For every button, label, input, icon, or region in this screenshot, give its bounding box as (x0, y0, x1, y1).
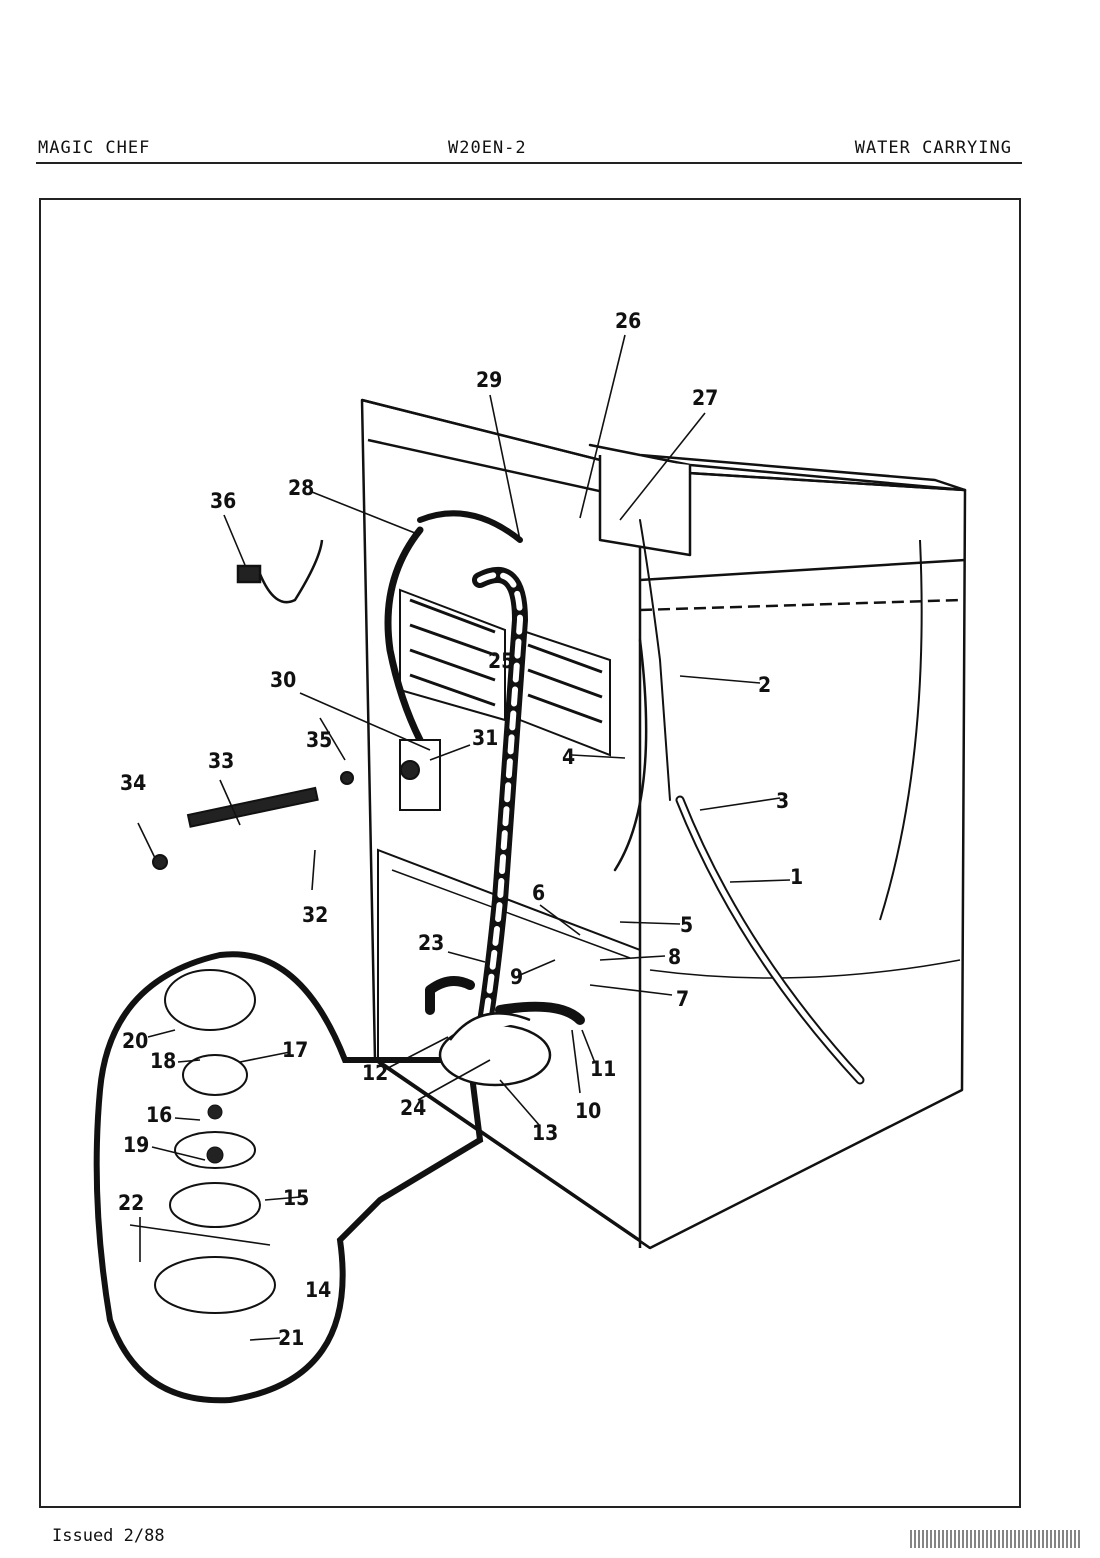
callout-2: 2 (758, 673, 771, 697)
scan-artifact (910, 1530, 1080, 1548)
callout-13: 13 (532, 1121, 558, 1145)
callout-4: 4 (562, 745, 575, 769)
header-brand: MAGIC CHEF (38, 138, 151, 158)
callout-32: 32 (302, 903, 328, 927)
header-model: W20EN-2 (448, 138, 527, 158)
callout-31: 31 (472, 726, 498, 750)
washer-cabinet (360, 398, 967, 1250)
callout-6: 6 (532, 881, 545, 905)
lower-panel (377, 848, 641, 1242)
pump-inset (93, 951, 484, 1404)
rear-vents (399, 588, 611, 757)
header-section: WATER CARRYING (854, 138, 1012, 158)
callout-16: 16 (146, 1103, 172, 1127)
callout-1: 1 (790, 865, 803, 889)
callout-17: 17 (282, 1038, 308, 1062)
callout-27: 27 (692, 386, 718, 410)
callout-35: 35 (306, 728, 332, 752)
callout-25: 25 (488, 649, 514, 673)
callout-24: 24 (400, 1096, 426, 1120)
callout-30: 30 (270, 668, 296, 692)
hoses (384, 510, 865, 1085)
callout-11: 11 (590, 1057, 616, 1081)
callout-34: 34 (120, 771, 146, 795)
issued-date: Issued 2/88 (52, 1526, 165, 1546)
pump-assembly (438, 1012, 552, 1087)
callout-28: 28 (288, 476, 314, 500)
callout-21: 21 (278, 1326, 304, 1350)
callout-12: 12 (362, 1061, 388, 1085)
diagram-frame (39, 198, 1021, 1508)
callout-15: 15 (283, 1186, 309, 1210)
callout-7: 7 (676, 987, 689, 1011)
callout-8: 8 (668, 945, 681, 969)
callout-26: 26 (615, 309, 641, 333)
callout-14: 14 (305, 1278, 331, 1302)
callout-23: 23 (418, 931, 444, 955)
callout-36: 36 (210, 489, 236, 513)
callout-29: 29 (476, 368, 502, 392)
water-valve (152, 739, 441, 870)
leader-lines (129, 334, 791, 1341)
callout-18: 18 (150, 1049, 176, 1073)
callout-3: 3 (776, 789, 789, 813)
callout-5: 5 (680, 913, 693, 937)
header-rule (36, 162, 1022, 164)
callout-22: 22 (118, 1191, 144, 1215)
callout-9: 9 (510, 965, 523, 989)
power-cord (236, 539, 324, 604)
callout-20: 20 (122, 1029, 148, 1053)
callout-10: 10 (575, 1099, 601, 1123)
callout-19: 19 (123, 1133, 149, 1157)
callout-33: 33 (208, 749, 234, 773)
callout-labels: 1234567891011121314151617181920212223242… (118, 309, 803, 1350)
